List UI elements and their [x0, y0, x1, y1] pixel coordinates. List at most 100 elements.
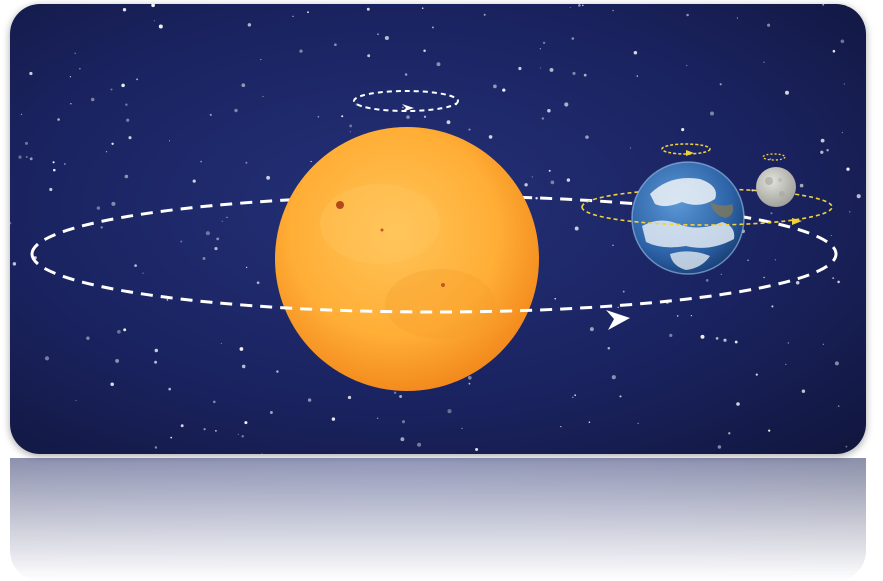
star: [569, 6, 571, 9]
star: [585, 135, 589, 139]
star: [154, 446, 158, 449]
star: [69, 76, 72, 78]
star: [431, 26, 434, 29]
star: [123, 328, 127, 332]
star: [241, 435, 244, 438]
star: [153, 20, 156, 22]
star: [401, 420, 406, 424]
earth-icon: [631, 161, 745, 275]
star: [785, 363, 787, 365]
star: [239, 347, 244, 351]
moon-orbit-front: [581, 206, 833, 226]
star: [203, 428, 206, 431]
star: [717, 445, 722, 449]
star: [180, 240, 183, 243]
star: [192, 179, 196, 183]
arrowhead-icon: [686, 150, 694, 156]
star: [64, 163, 66, 165]
star: [488, 135, 493, 139]
star: [376, 417, 379, 420]
star: [245, 161, 248, 164]
star: [767, 23, 771, 27]
star: [820, 150, 824, 154]
star: [637, 422, 639, 424]
star: [126, 118, 130, 122]
star: [266, 175, 271, 180]
star: [384, 35, 389, 41]
space-illustration-card: [10, 4, 866, 454]
star: [29, 71, 33, 76]
star: [136, 78, 139, 81]
star: [849, 211, 851, 213]
earth-orbit-back: [30, 194, 838, 255]
star: [366, 7, 370, 11]
star: [619, 395, 622, 398]
star: [847, 5, 849, 7]
star: [607, 346, 611, 350]
star: [736, 17, 738, 19]
arrowhead-icon: [792, 218, 802, 225]
star: [787, 342, 790, 344]
star: [421, 7, 424, 9]
star: [728, 432, 731, 435]
star: [774, 259, 777, 261]
star: [826, 149, 829, 152]
star: [400, 437, 405, 442]
star: [399, 395, 403, 398]
sun-rotation-orbit: [353, 90, 459, 112]
star: [832, 277, 835, 280]
star: [832, 49, 836, 53]
star: [26, 156, 28, 158]
star: [685, 64, 688, 67]
star: [256, 281, 260, 285]
star: [539, 48, 542, 50]
star: [214, 247, 218, 251]
star: [548, 169, 551, 172]
star: [446, 120, 451, 125]
star: [461, 427, 463, 430]
star: [216, 237, 220, 241]
star: [260, 58, 262, 61]
star: [636, 75, 639, 77]
star: [799, 183, 804, 188]
star: [583, 73, 587, 77]
star: [213, 400, 216, 404]
star: [44, 356, 50, 361]
star: [151, 4, 155, 8]
earth-orbit-front: [30, 253, 838, 314]
star: [200, 160, 202, 163]
star: [622, 290, 625, 293]
star: [468, 128, 471, 131]
star: [121, 83, 125, 88]
star: [541, 117, 545, 120]
star: [154, 348, 159, 353]
star: [423, 49, 426, 53]
star: [734, 340, 738, 344]
star: [436, 62, 441, 67]
star: [611, 375, 616, 380]
star: [244, 421, 248, 425]
star: [261, 452, 263, 454]
star: [633, 51, 638, 55]
star: [220, 342, 223, 345]
star: [49, 187, 53, 192]
star: [700, 334, 705, 339]
star: [550, 180, 555, 185]
star: [719, 83, 722, 86]
star: [547, 108, 551, 113]
star: [347, 395, 352, 400]
star: [234, 108, 238, 113]
star: [25, 141, 28, 145]
star: [79, 67, 81, 70]
star: [502, 88, 506, 92]
star: [715, 337, 719, 340]
moon-icon: [756, 167, 796, 207]
star: [571, 396, 574, 399]
star: [202, 257, 206, 260]
star: [111, 201, 116, 206]
star: [269, 411, 273, 414]
star: [845, 445, 848, 448]
star: [317, 115, 320, 118]
star: [612, 244, 614, 246]
star: [404, 73, 408, 76]
